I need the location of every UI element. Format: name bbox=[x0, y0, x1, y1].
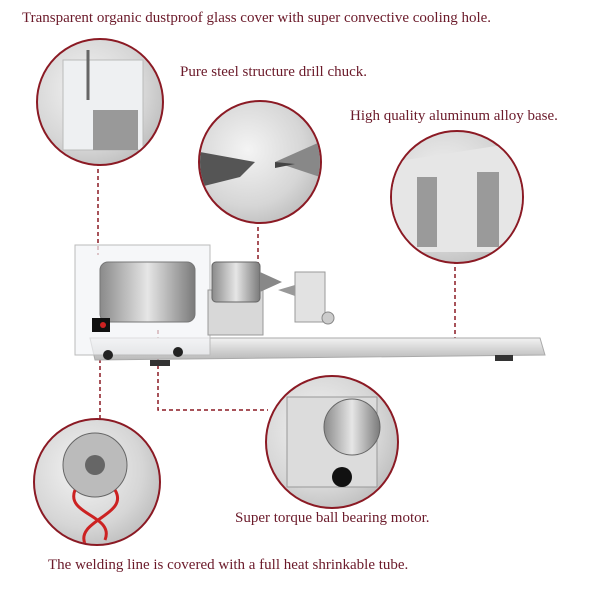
caption-cover: Transparent organic dustproof glass cove… bbox=[22, 10, 492, 26]
chuck-detail-circle bbox=[198, 100, 322, 224]
base-detail-circle bbox=[390, 130, 524, 264]
caption-welding: The welding line is covered with a full … bbox=[48, 557, 409, 573]
caption-base: High quality aluminum alloy base. bbox=[350, 108, 558, 124]
motor-leader-line bbox=[157, 330, 268, 411]
tailstock bbox=[294, 271, 326, 323]
welding-detail-circle bbox=[33, 418, 161, 546]
caption-chuck: Pure steel structure drill chuck. bbox=[180, 64, 368, 80]
motor bbox=[99, 261, 196, 323]
cover-detail-circle bbox=[36, 38, 164, 166]
caption-motor: Super torque ball bearing motor. bbox=[235, 510, 430, 526]
motor-detail-circle bbox=[265, 375, 399, 509]
drill-chuck bbox=[211, 261, 261, 303]
